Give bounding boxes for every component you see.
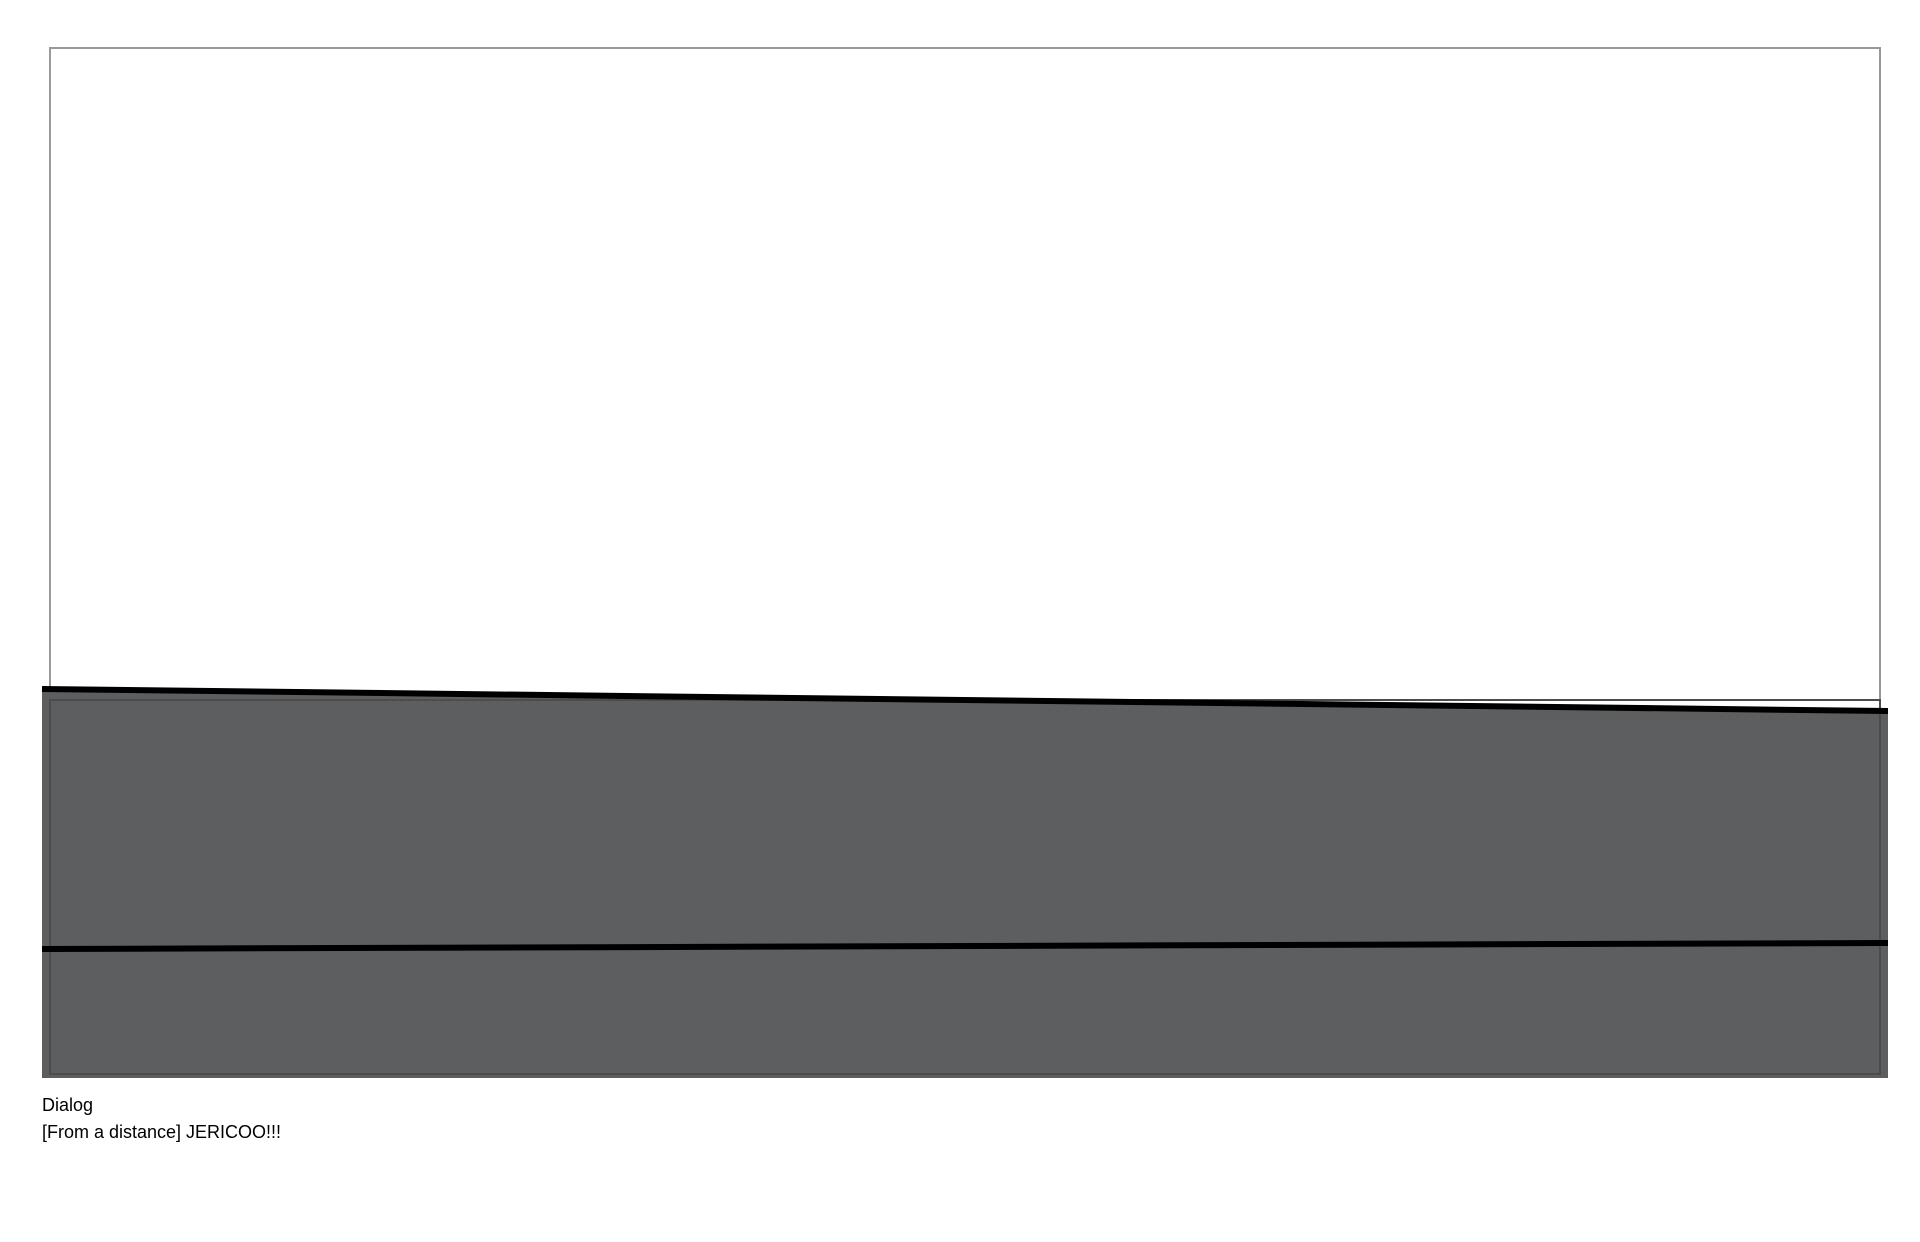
dialog-line: [From a distance] JERICOO!!! xyxy=(42,1122,282,1142)
ground-line xyxy=(41,940,1889,952)
panel-drawing xyxy=(41,47,1889,1078)
horizon-line xyxy=(41,686,1889,714)
caption-label: Dialog xyxy=(42,1095,94,1115)
panel-caption: Dialog [From a distance] JERICOO!!! xyxy=(42,1092,281,1146)
storyboard-panel xyxy=(41,47,1889,1078)
ground-shape xyxy=(42,689,1888,1078)
